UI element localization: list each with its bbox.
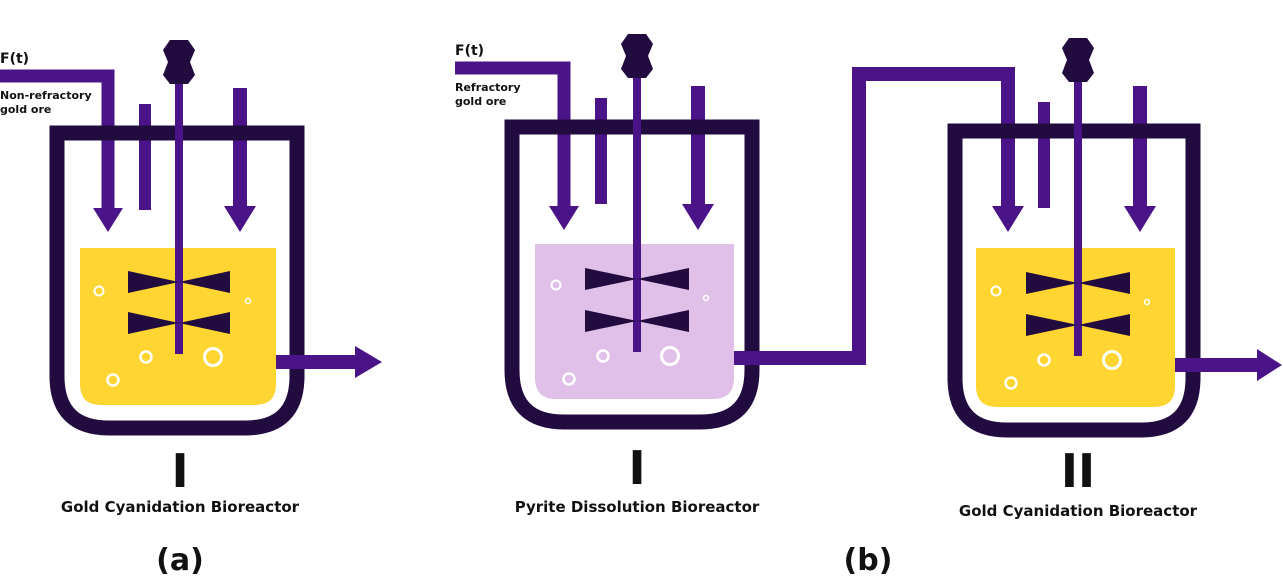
inlet-pipe-b1 [691,86,705,206]
ore-label-b-line1: Refractory [455,81,521,94]
arrow-icon [224,206,256,232]
impeller-icon [1026,314,1130,336]
panel-label-b: (b) [844,543,893,578]
panel-b: F(t) Refractory gold ore I Pyrite Dissol… [455,34,1282,578]
bubble [990,285,1002,297]
arrow-icon [1124,206,1156,232]
arrow-icon [93,208,123,232]
reactor-numeral-b1: I [628,441,645,495]
bubble [106,373,120,387]
bubble [1143,298,1151,306]
reactor-numeral-b2: II [1061,444,1095,498]
outlet-pipe-b2 [1175,358,1261,372]
ore-label-a-line2: gold ore [0,103,51,116]
feed-pipe-a [0,69,115,210]
inlet-pipe-a [233,88,247,208]
reactor-vessel-a [49,125,305,436]
bubble [562,372,576,386]
bubble [93,285,105,297]
arrow-icon [992,206,1024,232]
probe-b1 [595,98,607,204]
feed-label-a: F(t) [0,51,29,67]
bubble [1102,350,1122,370]
reactor-vessel-b1 [504,119,760,430]
bubble [139,350,153,364]
bubble [1004,376,1018,390]
bubble [660,346,680,366]
reactor-title-b2: Gold Cyanidation Bioreactor [959,502,1198,520]
connecting-pipe [734,67,1015,365]
reactor-title-a: Gold Cyanidation Bioreactor [61,498,300,516]
arrow-icon [549,206,579,230]
impeller-icon [585,268,689,290]
stirrer-shaft-b2 [1074,78,1082,356]
feed-pipe-b [455,61,571,208]
probe-a [139,104,151,210]
inlet-pipe-b2 [1133,86,1147,208]
probe-b2 [1038,102,1050,208]
reactor-vessel-b2 [947,123,1201,438]
outlet-pipe-a [276,355,358,369]
feed-label-b: F(t) [455,43,484,59]
arrow-icon [355,346,382,378]
bubble [550,279,562,291]
impeller-icon [1026,272,1130,294]
ore-label-a-line1: Non-refractory [0,89,92,102]
arrow-icon [682,204,714,230]
reactor-numeral-a: I [171,444,188,498]
impeller-icon [128,312,230,334]
bubble [244,297,252,305]
panel-a: F(t) Non-refractory gold ore I Gold Cyan… [0,40,382,578]
stirrer-shaft-a [175,78,183,354]
bubble [203,347,223,367]
impeller-icon [128,271,230,293]
bubble [596,349,610,363]
stirrer-motor-icon [621,34,653,78]
stirrer-motor-icon [1062,38,1094,82]
bubble [1037,353,1051,367]
bubble [702,294,710,302]
ore-label-b-line2: gold ore [455,95,506,108]
reactor-title-b1: Pyrite Dissolution Bioreactor [515,498,760,516]
impeller-icon [585,310,689,332]
arrow-icon [1257,349,1282,381]
stirrer-motor-icon [163,40,195,84]
panel-label-a: (a) [156,543,204,578]
stirrer-shaft-b1 [633,72,641,352]
